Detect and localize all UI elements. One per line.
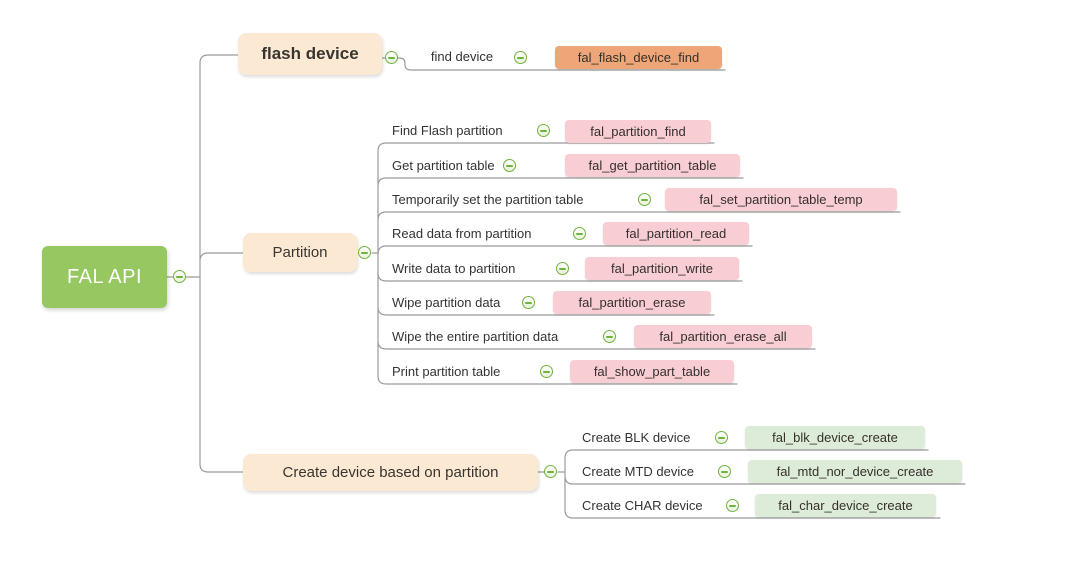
collapse-icon-partition-child-6[interactable] [522,296,535,309]
collapse-icon-partition-child-7[interactable] [603,330,616,343]
collapse-icon-partition-child-8[interactable] [540,365,553,378]
leaf-node-write-data-to-partition[interactable]: Write data to partition [392,261,516,276]
api-node-fal-partition-write[interactable]: fal_partition_write [585,257,739,280]
api-node-fal-set-partition-table-temp[interactable]: fal_set_partition_table_temp [665,188,897,211]
leaf-node-create-char-device[interactable]: Create CHAR device [582,498,703,513]
leaf-node-find-device[interactable]: find device [430,49,494,64]
api-node-fal-show-part-table[interactable]: fal_show_part_table [570,360,734,383]
leaf-node-print-partition-table[interactable]: Print partition table [392,364,501,379]
api-node-fal-mtd-nor-device-create[interactable]: fal_mtd_nor_device_create [748,460,962,483]
leaf-node-get-partition-table[interactable]: Get partition table [392,158,495,173]
collapse-icon-partition-child-3[interactable] [638,193,651,206]
leaf-node-create-blk-device[interactable]: Create BLK device [582,430,691,445]
leaf-node-create-mtd-device[interactable]: Create MTD device [582,464,694,479]
branch-node-partition[interactable]: Partition [243,233,357,272]
collapse-icon-create-child-2[interactable] [718,465,731,478]
collapse-icon-partition-child-4[interactable] [573,227,586,240]
collapse-icon-create-device[interactable] [544,465,557,478]
api-node-fal-get-partition-table[interactable]: fal_get_partition_table [565,154,740,177]
api-node-fal-flash-device-find[interactable]: fal_flash_device_find [555,46,722,69]
collapse-icon-flash-device[interactable] [385,51,398,64]
collapse-icon-partition-child-1[interactable] [537,124,550,137]
collapse-icon-create-child-1[interactable] [715,431,728,444]
api-node-fal-blk-device-create[interactable]: fal_blk_device_create [745,426,925,449]
collapse-icon-partition[interactable] [358,246,371,259]
branch-node-flash-device[interactable]: flash device [238,33,382,75]
root-node-fal-api[interactable]: FAL API [42,246,167,308]
leaf-node-wipe-partition-data[interactable]: Wipe partition data [392,295,501,310]
branch-node-create-device-based-on-partition[interactable]: Create device based on partition [243,454,538,491]
api-node-fal-partition-erase[interactable]: fal_partition_erase [553,291,711,314]
api-node-fal-char-device-create[interactable]: fal_char_device_create [755,494,936,517]
collapse-icon-partition-child-2[interactable] [503,159,516,172]
leaf-node-read-data-from-partition[interactable]: Read data from partition [392,226,532,241]
collapse-icon-find-device[interactable] [514,51,527,64]
collapse-icon-root[interactable] [173,270,186,283]
api-node-fal-partition-read[interactable]: fal_partition_read [603,222,749,245]
api-node-fal-partition-erase-all[interactable]: fal_partition_erase_all [634,325,812,348]
leaf-node-find-flash-partition[interactable]: Find Flash partition [392,123,503,138]
collapse-icon-partition-child-5[interactable] [556,262,569,275]
collapse-icon-create-child-3[interactable] [726,499,739,512]
leaf-node-temporarily-set-partition-table[interactable]: Temporarily set the partition table [392,192,584,207]
leaf-node-wipe-entire-partition-data[interactable]: Wipe the entire partition data [392,329,559,344]
api-node-fal-partition-find[interactable]: fal_partition_find [565,120,711,143]
